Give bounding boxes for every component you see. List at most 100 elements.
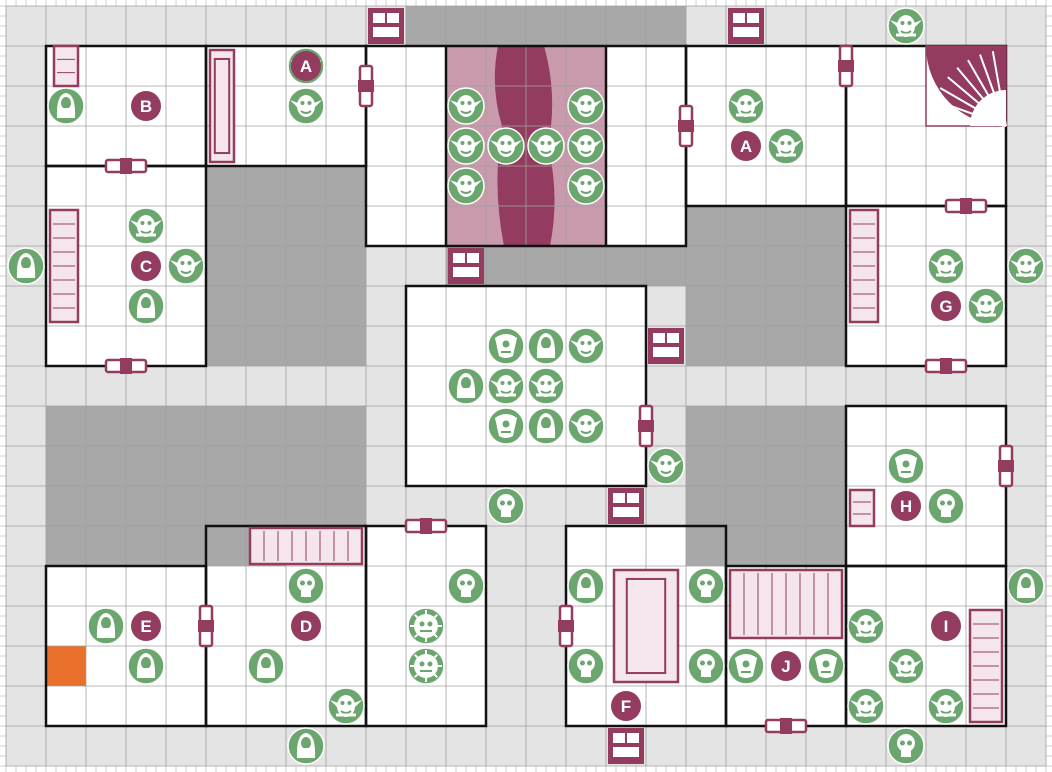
monster-token-gargoyle[interactable] (407, 647, 445, 685)
monster-token-goblin[interactable] (447, 167, 485, 205)
monster-token-orc[interactable] (847, 607, 885, 645)
room-label-e: E (131, 611, 161, 641)
rubble-block (608, 728, 644, 764)
monster-token-goblin[interactable] (767, 127, 805, 165)
monster-token-gargoyle[interactable] (407, 607, 445, 645)
door-stairs-east[interactable] (678, 104, 694, 148)
monster-token-orc[interactable] (527, 367, 565, 405)
room-label-text: A (300, 57, 312, 76)
doors-layer (104, 8, 1014, 764)
monster-token-zombie[interactable] (527, 407, 565, 445)
monster-token-orc[interactable] (887, 647, 925, 685)
chest-h (848, 488, 876, 528)
tomb-ne (925, 45, 1007, 127)
door-a-east[interactable] (358, 64, 374, 108)
room-label-a1: A (291, 51, 321, 81)
monster-token-skeleton[interactable] (447, 567, 485, 605)
table-d (248, 526, 364, 566)
monster-token-zombie[interactable] (7, 247, 45, 285)
room-label-i: I (931, 611, 961, 641)
door-j-south[interactable] (764, 718, 808, 734)
monster-token-orc[interactable] (967, 287, 1005, 325)
room-label-text: B (140, 97, 152, 116)
door-h-east[interactable] (998, 444, 1014, 488)
room-labels-layer: B A A C G H E D F J I (131, 51, 961, 721)
monster-token-orc[interactable] (847, 687, 885, 725)
monster-token-zombie[interactable] (527, 327, 565, 365)
monster-token-goblin[interactable] (567, 327, 605, 365)
monster-token-skeleton[interactable] (567, 647, 605, 685)
monster-token-zombie[interactable] (287, 727, 325, 765)
monster-token-goblin[interactable] (567, 87, 605, 125)
door-b-c[interactable] (104, 158, 148, 174)
door-c-south[interactable] (104, 358, 148, 374)
room-label-text: E (140, 617, 151, 636)
monster-token-skeleton[interactable] (287, 567, 325, 605)
door-d-east-top[interactable] (404, 518, 448, 534)
monster-token-fimir[interactable] (487, 327, 525, 365)
room-label-f: F (611, 691, 641, 721)
room-center-wall (404, 284, 648, 488)
door-center-east[interactable] (638, 404, 654, 448)
room-label-a2: A (731, 131, 761, 161)
rubble-block (368, 8, 404, 44)
door-d-west[interactable] (198, 604, 214, 648)
room-label-text: H (900, 497, 912, 516)
sorcerers-table (612, 568, 680, 684)
room-i-wall (844, 564, 1008, 728)
monster-token-skeleton[interactable] (687, 647, 725, 685)
monster-token-zombie[interactable] (127, 647, 165, 685)
monster-token-goblin[interactable] (447, 87, 485, 125)
monster-token-orc[interactable] (327, 687, 365, 725)
monster-token-orc[interactable] (927, 247, 965, 285)
monster-token-skeleton[interactable] (927, 487, 965, 525)
monster-token-fimir[interactable] (807, 647, 845, 685)
monster-token-goblin[interactable] (567, 407, 605, 445)
monster-token-zombie[interactable] (87, 607, 125, 645)
bookcase-a (208, 48, 236, 164)
monster-token-orc[interactable] (1007, 247, 1045, 285)
monster-token-goblin[interactable] (567, 127, 605, 165)
monster-token-dread-warrior[interactable] (447, 367, 485, 405)
monster-token-skeleton[interactable] (887, 727, 925, 765)
monster-token-skeleton[interactable] (687, 567, 725, 605)
monster-token-goblin[interactable] (287, 87, 325, 125)
cupboard-i (968, 608, 1004, 724)
monster-token-fimir[interactable] (487, 407, 525, 445)
monster-token-goblin[interactable] (727, 87, 765, 125)
room-label-g: G (931, 291, 961, 321)
alchemist-bench (728, 568, 844, 640)
door-g-south[interactable] (924, 358, 968, 374)
monster-token-goblin[interactable] (887, 7, 925, 45)
monster-token-skeleton[interactable] (487, 487, 525, 525)
furniture-layer (48, 44, 1007, 724)
door-ne-south[interactable] (944, 198, 988, 214)
room-label-c: C (131, 251, 161, 281)
monster-token-goblin[interactable] (167, 247, 205, 285)
monster-token-goblin[interactable] (527, 127, 565, 165)
monster-token-zombie[interactable] (247, 647, 285, 685)
monster-token-zombie[interactable] (1007, 567, 1045, 605)
monster-token-fimir[interactable] (887, 447, 925, 485)
room-label-text: A (740, 137, 752, 156)
door-ne-west[interactable] (838, 44, 854, 88)
weapons-rack (52, 44, 80, 88)
monster-token-goblin[interactable] (567, 167, 605, 205)
monster-token-goblin[interactable] (487, 127, 525, 165)
room-label-text: G (939, 297, 952, 316)
monster-token-orc[interactable] (127, 207, 165, 245)
monster-token-orc[interactable] (487, 367, 525, 405)
monster-token-fimir[interactable] (727, 647, 765, 685)
monster-token-goblin[interactable] (447, 127, 485, 165)
room-label-text: D (300, 617, 312, 636)
monster-token-dread-warrior[interactable] (567, 567, 605, 605)
monster-token-zombie[interactable] (127, 287, 165, 325)
monster-token-mummy[interactable] (47, 87, 85, 125)
door-f-west[interactable] (558, 604, 574, 648)
monster-token-orc[interactable] (927, 687, 965, 725)
monster-tokens-layer (7, 7, 1045, 765)
monster-token-goblin[interactable] (647, 447, 685, 485)
room-label-j: J (771, 651, 801, 681)
